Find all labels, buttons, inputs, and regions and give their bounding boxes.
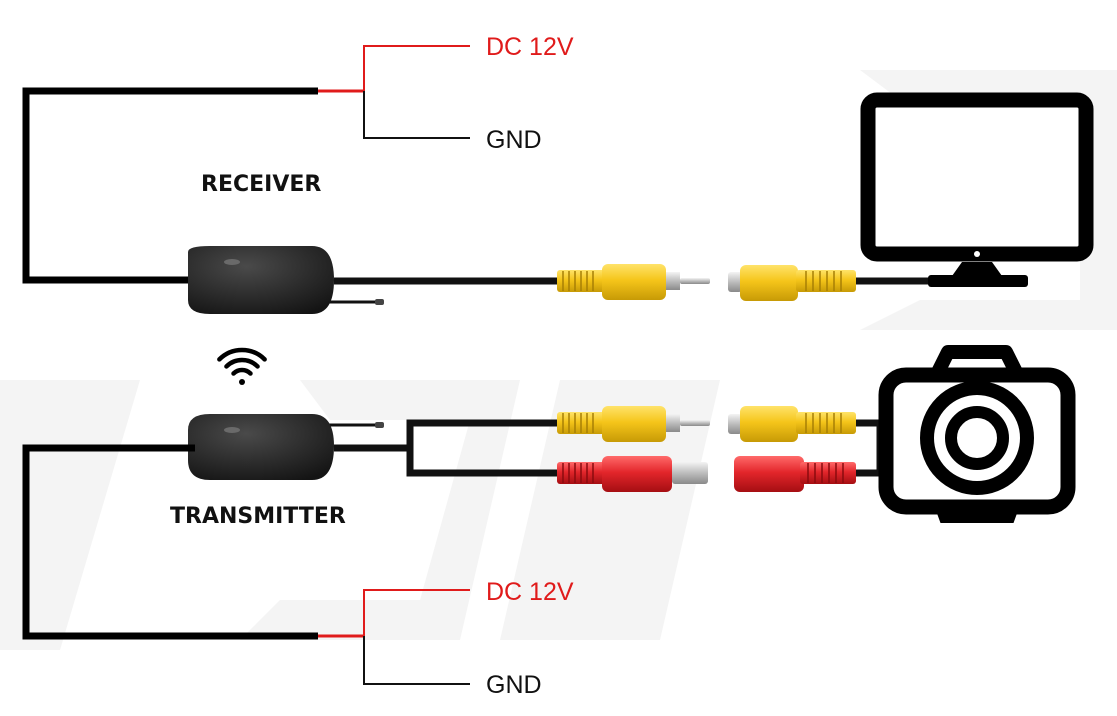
transmitter-gnd-label: GND bbox=[486, 671, 542, 699]
transmitter-split-cable bbox=[334, 419, 560, 477]
transmitter-module bbox=[188, 414, 384, 480]
transmitter-dc-label: DC 12V bbox=[486, 578, 574, 606]
transmitter-rca-plug bbox=[557, 406, 710, 442]
transmitter-label: TRANSMITTER bbox=[170, 504, 346, 529]
camera-rca-jack bbox=[728, 406, 856, 442]
receiver-rca-plug bbox=[557, 264, 710, 300]
receiver-gnd-wire bbox=[363, 91, 470, 139]
transmitter-dc-plug bbox=[557, 456, 708, 492]
receiver-module bbox=[188, 246, 384, 314]
transmitter-gnd-wire bbox=[363, 636, 470, 685]
wifi-signal-icon bbox=[217, 347, 267, 385]
monitor-rca-jack bbox=[728, 265, 856, 301]
receiver-gnd-label: GND bbox=[486, 126, 542, 154]
camera-cable bbox=[856, 419, 884, 477]
receiver-dc-label: DC 12V bbox=[486, 33, 574, 61]
transmitter-power-cable bbox=[22, 444, 364, 640]
receiver-power-cable bbox=[22, 87, 364, 284]
receiver-dc-wire bbox=[363, 45, 470, 91]
camera-dc-jack bbox=[734, 456, 856, 492]
transmitter-dc-wire bbox=[363, 589, 470, 636]
receiver-label: RECEIVER bbox=[201, 172, 321, 197]
monitor-icon bbox=[860, 92, 1094, 287]
camera-icon bbox=[878, 345, 1076, 523]
